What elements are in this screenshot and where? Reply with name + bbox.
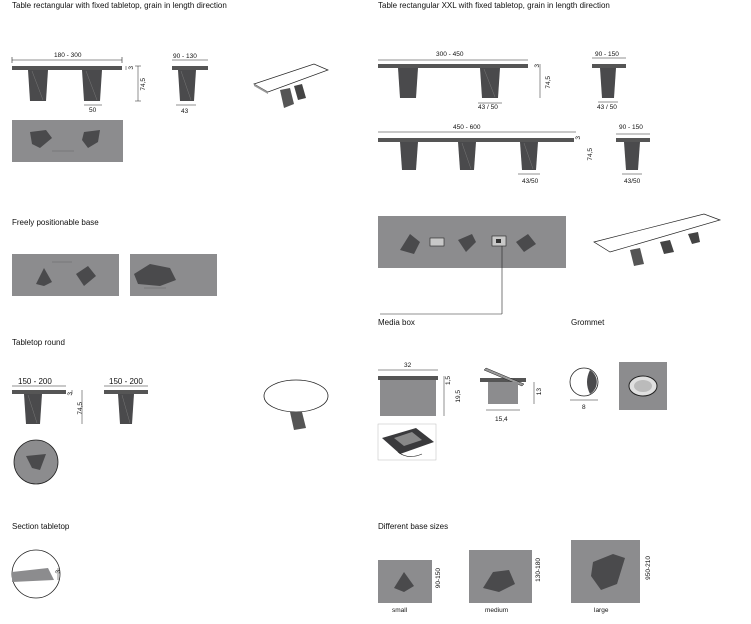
xxl1-front-elevation xyxy=(378,59,541,104)
heading-section: Section tabletop xyxy=(12,522,70,531)
dim-grommet-diameter: 8 xyxy=(582,404,586,411)
heading-free-base: Freely positionable base xyxy=(12,218,99,227)
media-box-front xyxy=(378,369,445,416)
rect-plan-bases xyxy=(30,130,100,152)
rect-perspective xyxy=(253,63,329,108)
dim-xxl1-thickness: 3 xyxy=(534,64,541,68)
dim-xxl2-length: 450 - 600 xyxy=(453,124,481,131)
grommet-plan xyxy=(569,367,599,401)
heading-round: Tabletop round xyxy=(12,338,65,347)
dim-section-thickness: 3 xyxy=(55,570,62,574)
heading-rect-fixed: Table rectangular with fixed tabletop, g… xyxy=(12,1,227,10)
heading-base-sizes: Different base sizes xyxy=(378,522,449,531)
rect-side-elevation xyxy=(172,59,208,106)
media-box-perspective xyxy=(377,423,437,461)
label-base-small: small xyxy=(392,607,408,614)
dim-rect-height: 74,5 xyxy=(140,78,147,91)
dim-base-large: 950-210 xyxy=(645,556,652,580)
heading-rect-xxl: Table rectangular XXL with fixed tableto… xyxy=(378,1,610,10)
rect-front-elevation xyxy=(11,57,141,106)
media-box-side-open xyxy=(480,367,535,411)
dim-rect-base: 50 xyxy=(89,107,97,114)
dim-media-depth: 15,4 xyxy=(495,416,508,423)
dim-xxl1-base: 43 / 50 xyxy=(478,104,498,111)
free-base-panel-1 xyxy=(12,254,119,296)
dim-xxl2-base: 43/50 xyxy=(522,178,539,185)
base-medium-shape xyxy=(483,570,515,592)
dim-media-width: 32 xyxy=(404,362,412,369)
dim-rect-width: 90 - 130 xyxy=(173,53,197,60)
section-detail xyxy=(11,549,61,599)
grommet-photo xyxy=(628,375,658,397)
heading-grommet: Grommet xyxy=(571,318,605,327)
dim-xxl2-width: 90 - 150 xyxy=(619,124,643,131)
dim-media-thickness: 1,5 xyxy=(445,376,452,386)
base-large-shape xyxy=(591,554,625,590)
round-plan xyxy=(13,439,59,485)
xxl-perspective xyxy=(593,213,722,266)
dim-base-medium: 130-180 xyxy=(535,558,542,582)
dim-rect-thickness: 3 xyxy=(128,66,135,70)
dim-round-diameter-2: 150 - 200 xyxy=(109,377,143,386)
base-small-shape xyxy=(394,572,414,592)
round-front-elevation xyxy=(12,385,83,424)
dim-media-height: 19,5 xyxy=(455,390,462,403)
dim-xxl1-width: 90 - 150 xyxy=(595,51,619,58)
dim-round-thickness: 3 xyxy=(67,392,74,396)
dim-xxl1-length: 300 - 450 xyxy=(436,51,464,58)
free-base-bases-1 xyxy=(36,261,96,286)
dim-round-height: 74,5 xyxy=(77,402,84,415)
dim-xxl1-side-base: 43 / 50 xyxy=(597,104,617,111)
label-base-medium: medium xyxy=(485,607,509,614)
dim-rect-length: 180 - 300 xyxy=(54,52,82,59)
dim-xxl1-height: 74,5 xyxy=(545,76,552,89)
dim-media-open-height: 13 xyxy=(536,388,543,396)
dim-round-diameter-1: 150 - 200 xyxy=(18,377,52,386)
rect-plan-panel xyxy=(12,120,123,162)
heading-media-box: Media box xyxy=(378,318,415,327)
xxl2-front-elevation xyxy=(378,131,576,175)
dim-base-small: 90-150 xyxy=(435,568,442,589)
dim-xxl2-side-base: 43/50 xyxy=(624,178,641,185)
dim-xxl2-thickness: 3 xyxy=(575,136,582,140)
xxl1-side-elevation xyxy=(592,57,626,103)
dim-rect-side-base: 43 xyxy=(181,108,189,115)
label-base-large: large xyxy=(594,607,609,614)
xxl-plan-details xyxy=(380,234,536,315)
round-perspective xyxy=(263,379,329,430)
dim-xxl2-height: 74,5 xyxy=(587,148,594,161)
free-base-bases-2 xyxy=(134,264,176,289)
round-side-elevation xyxy=(104,385,148,424)
xxl2-side-elevation xyxy=(616,133,650,175)
